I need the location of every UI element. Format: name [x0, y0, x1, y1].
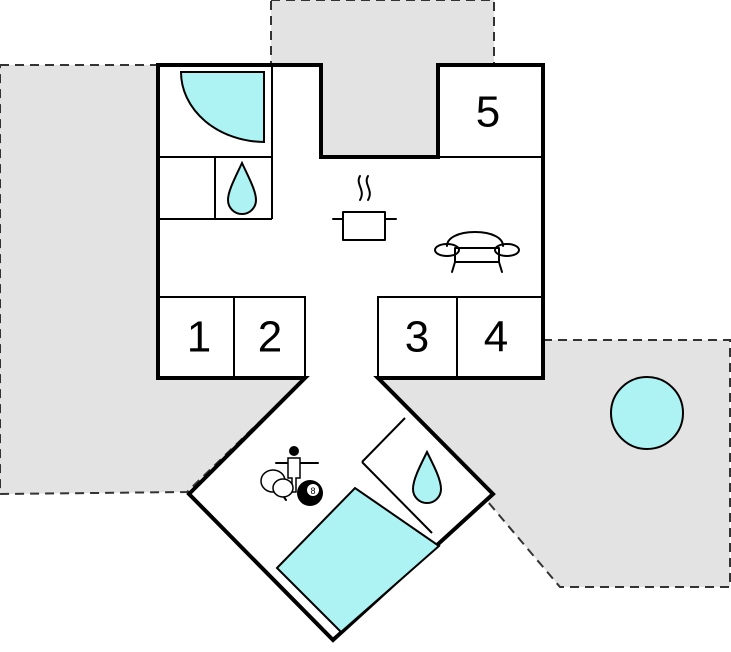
cooking-pot-icon	[332, 175, 397, 241]
room-number-3: 3	[405, 313, 429, 362]
table-tennis-icon	[260, 469, 294, 501]
room-number-1: 1	[187, 313, 211, 362]
hot-tub-icon	[610, 376, 684, 450]
pool-icon	[275, 486, 441, 634]
bedroom-3-4-wall	[377, 296, 543, 378]
foosball-icon	[275, 446, 319, 493]
annex-bathroom-wall	[361, 461, 433, 534]
ball-number: 8	[310, 486, 315, 496]
quarter-circle-shower-icon	[179, 71, 265, 144]
water-drop-icon	[411, 449, 443, 504]
sofa-icon	[434, 231, 520, 273]
billiard-ball-icon: 8	[297, 480, 323, 506]
annex-bathroom-wall	[361, 417, 406, 463]
water-drop-icon	[226, 160, 258, 215]
bedroom-1-2-wall	[158, 296, 306, 378]
room-number-4: 4	[484, 313, 508, 362]
room-number-5: 5	[476, 88, 500, 137]
main-house-outline	[156, 63, 545, 643]
room-number-2: 2	[258, 313, 282, 362]
